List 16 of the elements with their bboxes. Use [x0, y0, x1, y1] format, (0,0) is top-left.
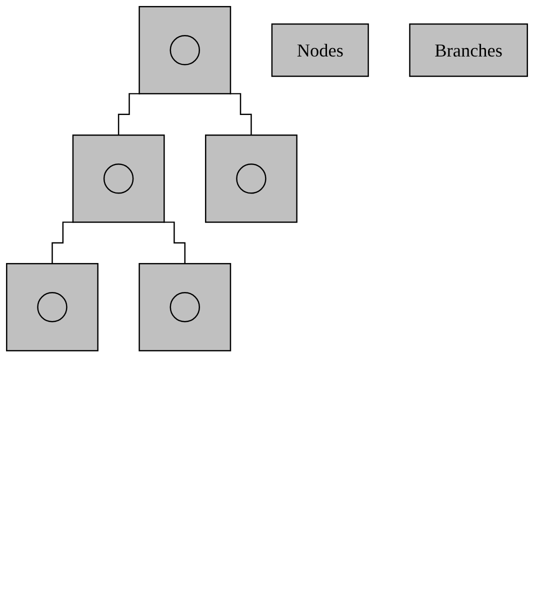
node-box: Branches — [409, 23, 528, 77]
connector — [230, 93, 252, 136]
node-box: Nodes — [271, 23, 369, 77]
cluster — [138, 263, 232, 352]
node-circle — [37, 292, 68, 322]
cluster — [6, 263, 98, 352]
connector — [52, 222, 74, 264]
cluster — [72, 134, 165, 223]
connector — [118, 93, 140, 136]
node-circle — [236, 164, 266, 194]
cluster — [205, 134, 298, 223]
connector — [164, 222, 186, 264]
node-circle — [170, 35, 200, 66]
node-circle — [103, 164, 134, 194]
cluster — [138, 6, 232, 94]
node-circle — [170, 292, 200, 322]
